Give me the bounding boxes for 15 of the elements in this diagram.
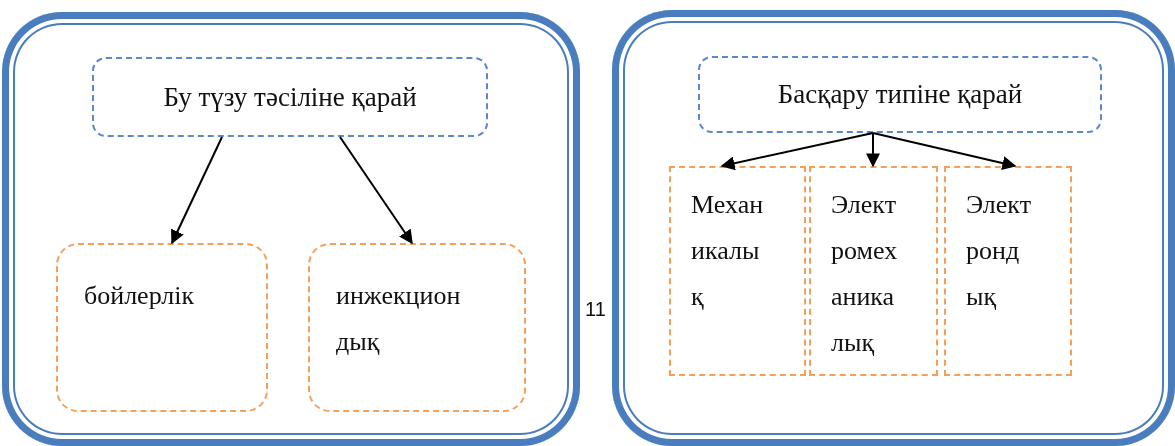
arrow (720, 132, 874, 171)
arrow (866, 132, 880, 168)
type-box: Элект ронд ық (944, 166, 1072, 376)
type-box: Механ икалы қ (669, 166, 806, 376)
type-box: Элект ромех аника лық (809, 166, 938, 376)
category-box: Бу түзу тәсіліне қарай (92, 57, 488, 137)
arrow (872, 132, 1017, 170)
arrow (339, 136, 413, 245)
arrow (171, 136, 223, 245)
type-box: инжекцион дық (308, 243, 526, 412)
panel-frame (612, 10, 1175, 446)
category-box: Басқару типіне қарай (698, 56, 1102, 133)
page-number: 11 (585, 298, 606, 321)
panel-frame (2, 12, 580, 446)
type-box: бойлерлік (56, 243, 268, 412)
